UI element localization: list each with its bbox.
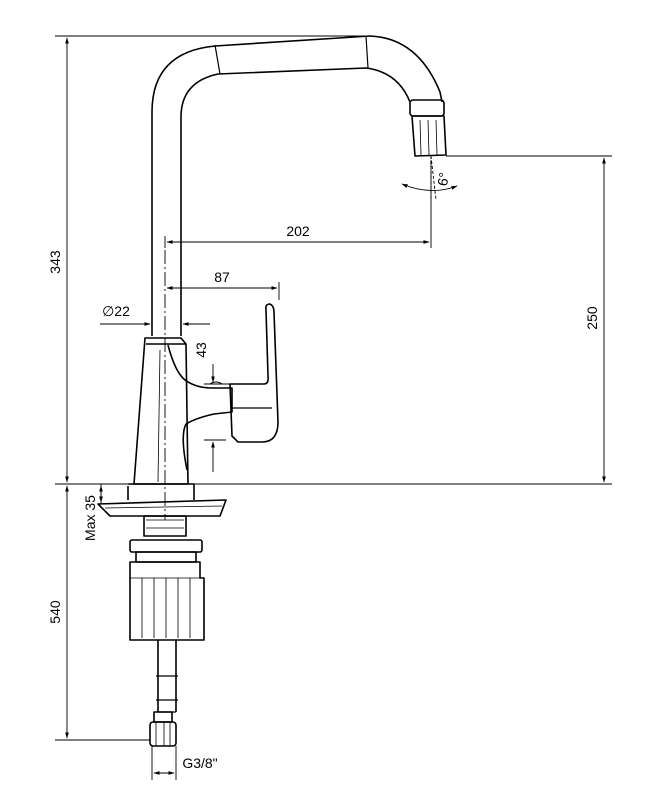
deck-plate (128, 483, 195, 500)
hose-connector (149, 721, 177, 747)
faucet-outline (97, 35, 447, 747)
nut-top (129, 539, 203, 553)
lever-handle (229, 303, 279, 443)
dim-angle-label: 6° (434, 171, 452, 187)
dim-202-label: 202 (286, 223, 310, 239)
mounting-plate (97, 499, 227, 517)
lever-neck (167, 344, 233, 471)
aerator-head (411, 115, 447, 157)
aerator-ring (409, 99, 445, 117)
dim-max35-label: Max 35 (82, 495, 98, 541)
faucet-body (133, 337, 189, 485)
dim-diameter-label: ∅22 (102, 303, 130, 319)
dim-connection-label: G3/8" (182, 755, 217, 771)
spout-tube (151, 35, 443, 336)
dim-250-label: 250 (584, 306, 600, 330)
dimension-lines (55, 35, 612, 780)
threaded-shank (143, 515, 187, 537)
dim-43-label: 43 (193, 342, 209, 358)
dim-87-label: 87 (214, 269, 230, 285)
dim-343-label: 343 (47, 250, 63, 274)
fixing-nut (129, 561, 205, 641)
dim-540-label: 540 (47, 600, 63, 624)
